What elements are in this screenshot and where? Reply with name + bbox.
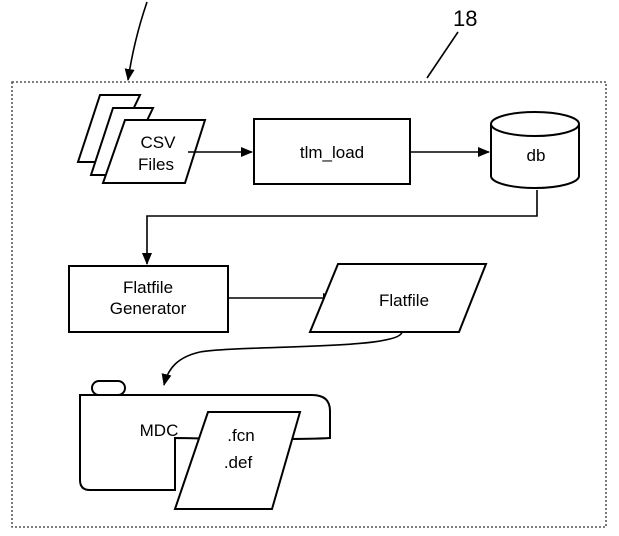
arrow-db-to-flatfile-generator: [142, 190, 538, 265]
flatfile-generator-label-line1: Flatfile: [123, 278, 173, 297]
db-cylinder-top: [490, 111, 580, 137]
tlm-load-label: tlm_load: [300, 143, 364, 162]
fcn-def-label-line2: .def: [224, 453, 253, 472]
incoming-arrow: [124, 1, 148, 81]
reference-numeral: 18: [453, 6, 477, 31]
csv-files-label-line1: CSV: [141, 133, 177, 152]
reference-leader-line: [426, 31, 459, 79]
mdc-tab: [91, 380, 126, 396]
flatfile-generator-box: [68, 265, 229, 333]
db-cylinder-body: [490, 124, 580, 189]
flatfile-generator-label-line2: Generator: [110, 299, 187, 318]
fcn-def-shape: [173, 411, 302, 510]
db-node: db: [490, 111, 580, 189]
arrow-flatfile-to-mdc: [161, 331, 403, 386]
flatfile-label: Flatfile: [379, 291, 429, 310]
flatfile-generator-node: Flatfile Generator: [68, 265, 229, 333]
mdc-label: MDC: [140, 421, 179, 440]
csv-files-node: CSV Files: [76, 94, 207, 184]
tlm-load-node: tlm_load: [253, 118, 411, 185]
csv-files-label-line2: Files: [138, 155, 174, 174]
flatfile-node: Flatfile: [308, 263, 488, 333]
fcn-def-node: .fcn .def: [173, 411, 302, 510]
system-boundary: [11, 81, 607, 528]
db-label: db: [527, 146, 546, 165]
fcn-def-label-line1: .fcn: [227, 426, 254, 445]
csv-file-sheet-front: [101, 119, 207, 184]
flatfile-shape: [308, 263, 488, 333]
